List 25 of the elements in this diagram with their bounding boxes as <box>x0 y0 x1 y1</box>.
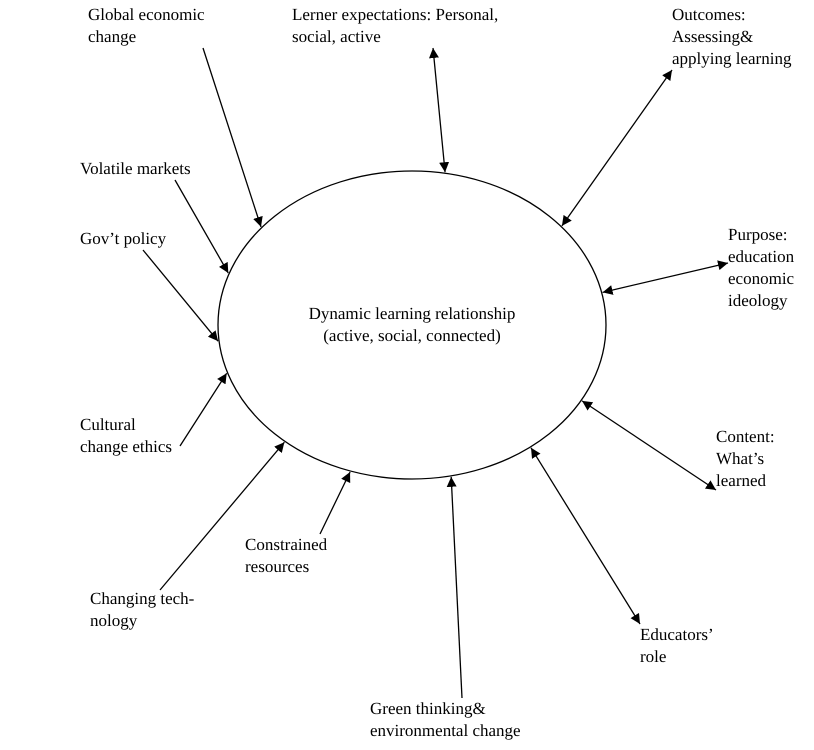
factor-label: Educators’ role <box>640 624 730 668</box>
factor-label: Green thinking& environmental change <box>370 698 560 742</box>
arrow <box>160 442 285 590</box>
factor-label: Lerner expectations: Personal, social, active <box>292 4 522 48</box>
arrow <box>202 48 263 228</box>
factor-label: Constrained resources <box>245 534 365 578</box>
factor-label: Outcomes: Assessing& applying learning <box>672 4 812 70</box>
factor-label: Gov’t policy <box>80 228 200 250</box>
arrow <box>179 372 228 446</box>
center-text: Dynamic learning relationship (active, social, connected) <box>308 303 516 347</box>
arrow <box>582 400 716 491</box>
arrow <box>561 70 673 226</box>
factor-label: Volatile markets <box>80 158 230 180</box>
factor-label: Global economic change <box>88 4 238 48</box>
arrow <box>602 260 728 295</box>
factor-label: Purpose: education economic ideology <box>728 224 812 312</box>
factor-label: Changing tech- nology <box>90 588 205 632</box>
factor-label: Cultural change ethics <box>80 414 180 458</box>
factor-label: Content: What’s learned <box>716 426 796 492</box>
arrow <box>319 472 351 534</box>
arrow <box>530 447 641 624</box>
arrow <box>174 180 229 274</box>
arrow <box>446 476 463 698</box>
arrow <box>142 250 219 342</box>
arrow <box>429 48 450 172</box>
